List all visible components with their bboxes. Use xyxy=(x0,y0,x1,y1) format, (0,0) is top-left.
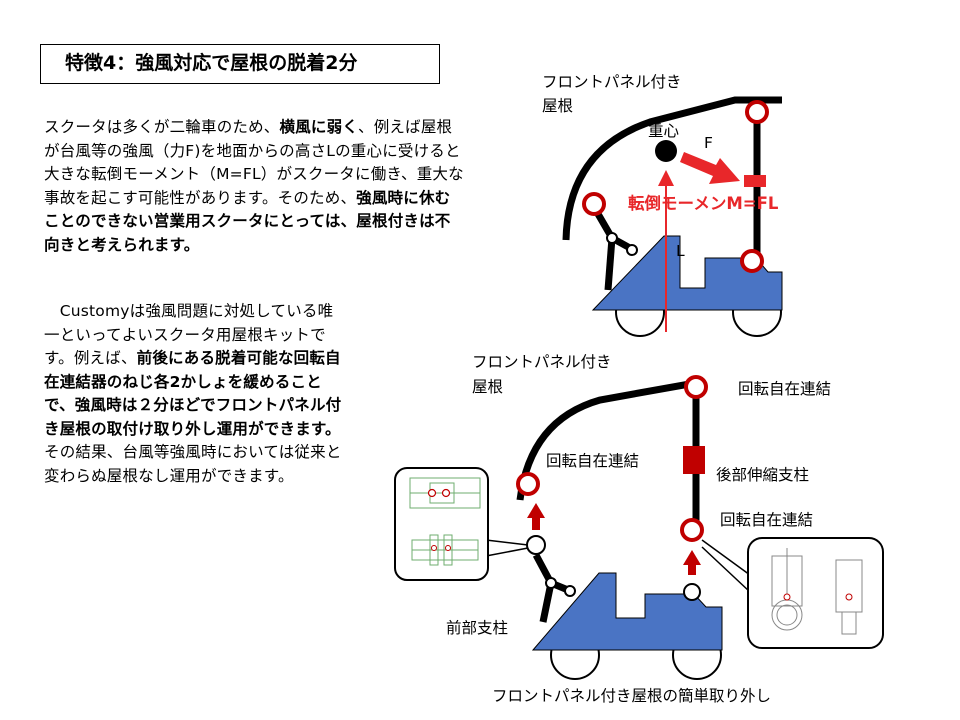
top-rear-joint-lower xyxy=(740,249,764,273)
cog-dot xyxy=(655,140,677,162)
front-joint-detail-callout xyxy=(394,467,529,581)
bottom-rear-mount xyxy=(683,583,701,601)
paragraph-wind-problem: スクータは多くが二輪車のため、横風に弱く、例えば屋根が台風等の強風（力F)を地面… xyxy=(44,116,464,257)
label-front-strut: 前部支柱 xyxy=(446,619,508,637)
text-run: Customyは強風問題に対処している唯一といってよいスクータ用屋根キットです。… xyxy=(44,302,334,367)
top-roof-frame xyxy=(562,96,782,241)
label-rear-strut: 後部伸縮支柱 xyxy=(716,466,809,484)
top-front-joint xyxy=(582,192,606,216)
rear-joint-detail-callout xyxy=(701,537,884,649)
label-joint-front: 回転自在連結 xyxy=(546,452,639,470)
bottom-scooter-body xyxy=(531,572,723,651)
text-run: 強風時に休むことのできない営業用スクータにとっては、屋根付きは不向きと考えられま… xyxy=(44,188,451,254)
paragraph-customy-solution: Customyは強風問題に対処している唯一といってよいスクータ用屋根キットです。… xyxy=(44,300,344,488)
bottom-front-joint-roof xyxy=(516,472,540,496)
top-diagram: フロントパネル付き 屋根 重心 F L 転倒モーメンM=FL xyxy=(542,73,783,337)
bottom-front-pivot xyxy=(545,577,557,589)
bottom-rear-strut-sleeve xyxy=(683,446,705,474)
label-joint-rear-lower: 回転自在連結 xyxy=(720,511,813,529)
top-roof-label-line1: フロントパネル付き xyxy=(542,73,682,91)
top-roof-label-line2: 屋根 xyxy=(542,97,573,115)
text-run: 前後にある脱着可能な回転自在連結器のねじ各2かしょを緩めることで、強風時は２分ほ… xyxy=(44,349,342,438)
bottom-caption: フロントパネル付き屋根の簡単取り外し xyxy=(492,687,771,705)
text-run: その結果、台風等強風時においては従来と変わらぬ屋根なし運用ができます。 xyxy=(44,443,342,485)
bottom-diagram: フロントパネル付き 屋根 回転自在連結 回転自在連結 後部伸縮支柱 回転自在連結… xyxy=(394,353,884,705)
top-rear-joint-upper xyxy=(745,100,769,124)
top-rear-strut-sleeve xyxy=(744,175,766,187)
top-front-pivot-2 xyxy=(626,244,638,256)
force-arrow xyxy=(680,152,740,184)
bottom-roof-label-line2: 屋根 xyxy=(472,378,503,396)
top-front-strut-lower xyxy=(604,237,616,291)
text-run: スクータは多くが二輪車のため、 xyxy=(44,118,280,136)
cog-label: 重心 xyxy=(648,122,679,140)
bottom-front-joint-detached xyxy=(526,535,546,555)
bottom-roof-label-line1: フロントパネル付き xyxy=(472,353,612,371)
slide-title: 特徴4：強風対応で屋根の脱着2分 xyxy=(40,44,440,84)
bottom-front-strut-lower xyxy=(539,582,555,623)
moment-label: 転倒モーメンM=FL xyxy=(628,193,779,213)
force-label: F xyxy=(704,134,713,152)
top-front-pivot xyxy=(606,232,618,244)
top-scooter-body xyxy=(591,235,783,311)
bottom-rear-joint-upper xyxy=(684,375,708,399)
bottom-rear-joint-lower xyxy=(680,518,704,542)
bottom-front-pivot-2 xyxy=(564,585,576,597)
rear-detach-arrow xyxy=(683,550,701,575)
label-joint-top-right: 回転自在連結 xyxy=(738,380,831,398)
height-label: L xyxy=(676,242,685,260)
bottom-roof-frame xyxy=(516,379,696,501)
front-detach-arrow xyxy=(527,503,545,530)
text-run: 、例えば屋根が台風等の強風（力F)を地面からの高さLの重心に受けると大きな転倒モ… xyxy=(44,118,464,207)
text-run: 横風に弱く xyxy=(279,118,359,136)
